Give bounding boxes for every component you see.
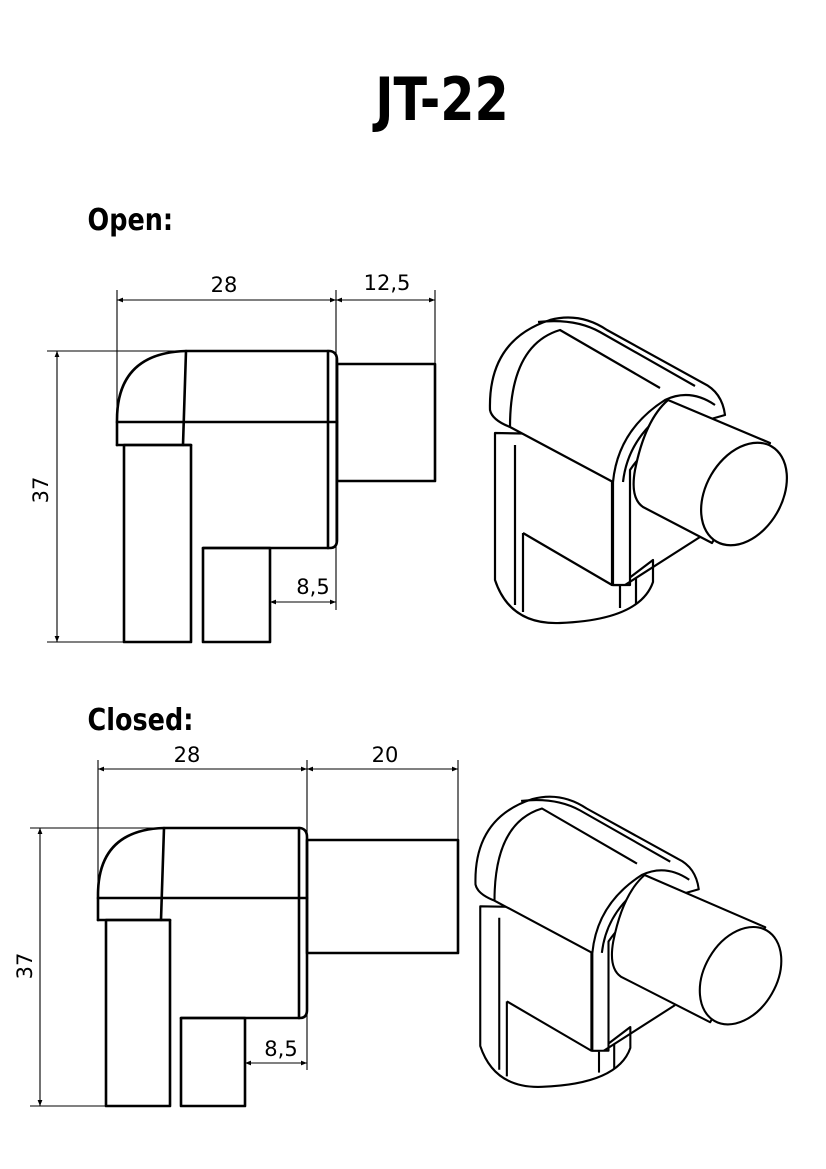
open-section-label: Open: bbox=[88, 202, 174, 238]
closed-isometric-view bbox=[474, 795, 783, 1088]
closed-height-dim: 37 bbox=[13, 953, 37, 980]
open-offset-dim: 8,5 bbox=[296, 575, 329, 599]
closed-side-view: 28 20 8,5 37 bbox=[13, 743, 460, 1108]
closed-offset-dim: 8,5 bbox=[264, 1037, 297, 1061]
open-width-dim: 28 bbox=[211, 273, 238, 297]
open-side-view: 28 12,5 8,5 37 bbox=[29, 271, 437, 644]
open-plug-dim: 12,5 bbox=[364, 271, 411, 295]
open-height-dim: 37 bbox=[29, 477, 53, 504]
closed-section-label: Closed: bbox=[88, 702, 194, 738]
open-plug bbox=[335, 362, 437, 483]
open-isometric-view bbox=[488, 316, 788, 625]
drawing-title: JT-22 bbox=[372, 64, 509, 134]
closed-width-dim: 28 bbox=[174, 743, 201, 767]
closed-plug-dim: 20 bbox=[372, 743, 399, 767]
closed-plug bbox=[305, 838, 460, 955]
